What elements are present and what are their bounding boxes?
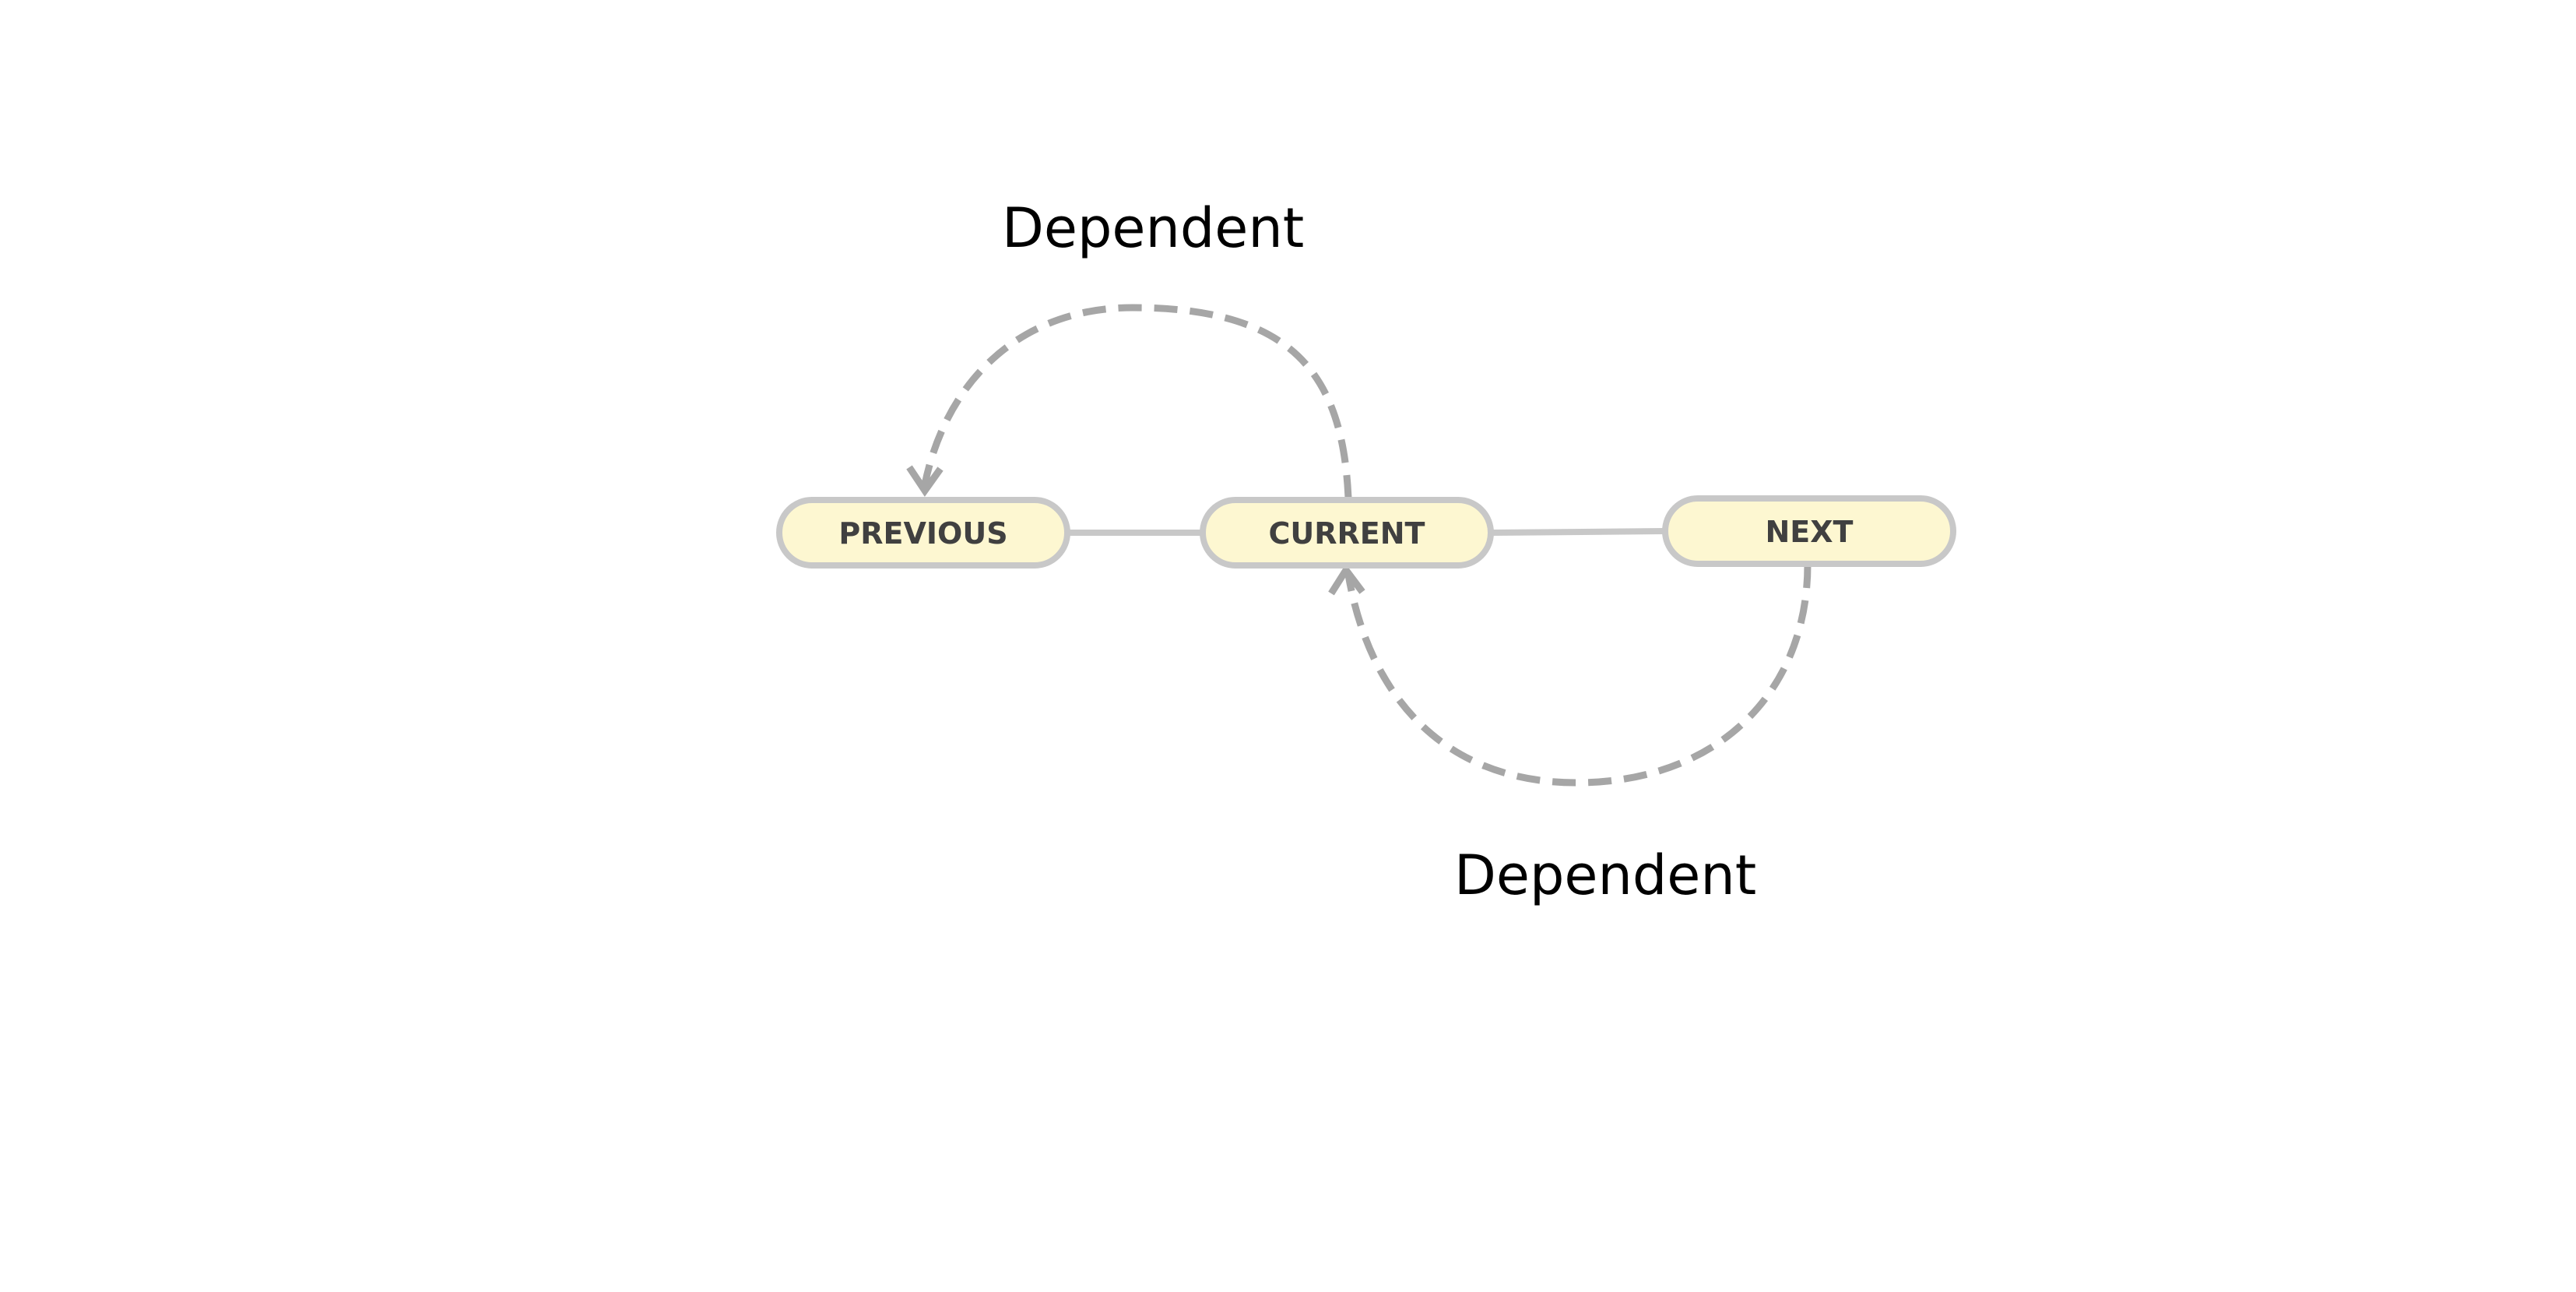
- node-previous-label: PREVIOUS: [838, 516, 1007, 551]
- connector-current-next: [1492, 528, 1664, 536]
- arrowhead-previous: [906, 465, 944, 497]
- edge-label-bottom: Dependent: [1454, 843, 1756, 907]
- dependency-arrow-current-to-previous: [921, 304, 1352, 499]
- edge-label-top: Dependent: [1002, 196, 1304, 260]
- node-next: NEXT: [1662, 495, 1956, 567]
- arrowhead-current: [1328, 564, 1365, 596]
- node-previous: PREVIOUS: [776, 497, 1070, 569]
- node-next-pill: [1662, 495, 1956, 567]
- node-current-pill: [1200, 497, 1494, 569]
- node-current: CURRENT: [1200, 497, 1494, 569]
- node-next-label: NEXT: [1766, 515, 1854, 549]
- node-current-label: CURRENT: [1269, 516, 1425, 551]
- dependency-arrow-next-to-current: [1344, 564, 1812, 787]
- node-previous-pill: [776, 497, 1070, 569]
